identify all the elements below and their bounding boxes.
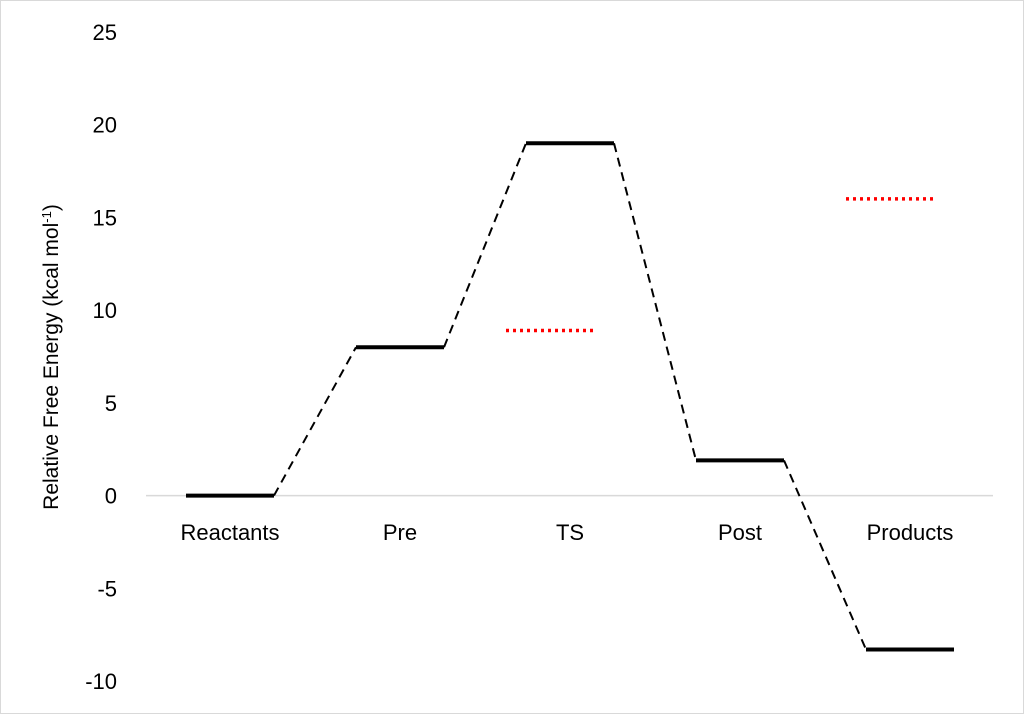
y-axis-label-sup: -1 (39, 211, 54, 223)
y-tick-label: 0 (105, 484, 117, 509)
y-tick-label: 5 (105, 391, 117, 416)
energy-levels (186, 141, 954, 652)
y-tick-label: -10 (85, 669, 117, 694)
category-label: TS (556, 520, 584, 545)
y-tick-label: 10 (93, 298, 117, 323)
dashed-connector (613, 143, 697, 461)
y-tick-label: 20 (93, 113, 117, 138)
category-label: Pre (383, 520, 417, 545)
category-label: Reactants (180, 520, 279, 545)
alternate-energy-levels (506, 197, 934, 333)
y-tick-labels: 25 20 15 10 5 0 -5 -10 (85, 20, 117, 694)
category-label: Post (718, 520, 762, 545)
dashed-connector (273, 346, 357, 497)
y-axis-label: Relative Free Energy (kcal mol-1) (39, 204, 64, 510)
category-labels: Reactants Pre TS Post Products (180, 520, 953, 545)
y-tick-label: 15 (93, 205, 117, 230)
dashed-connector (783, 459, 867, 650)
category-label: Products (867, 520, 954, 545)
y-axis-label-main: Relative Free Energy (kcal mol (40, 223, 63, 510)
dashed-connector (443, 142, 527, 348)
y-tick-label: -5 (97, 576, 117, 601)
y-axis-label-close: ) (40, 204, 63, 211)
dashed-connectors (273, 142, 867, 650)
y-tick-label: 25 (93, 20, 117, 45)
